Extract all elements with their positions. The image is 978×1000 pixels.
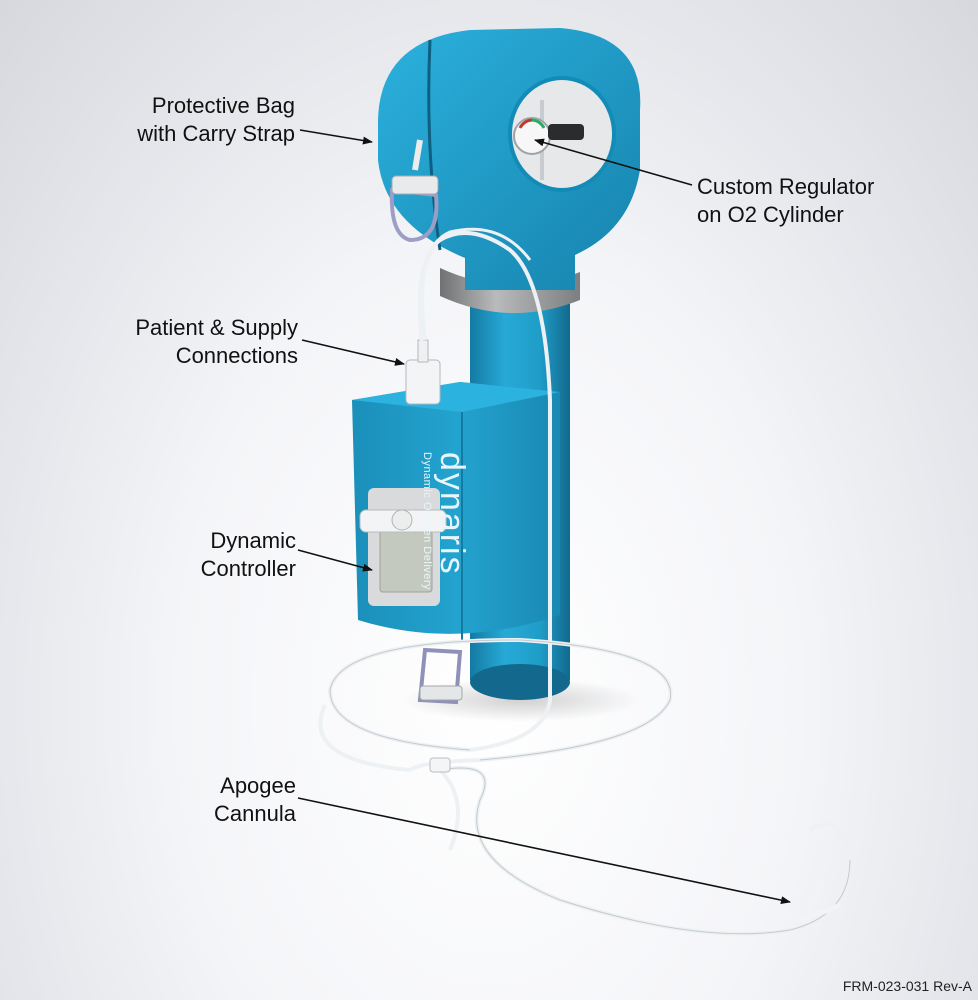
callout-regulator: Custom Regulator on O2 Cylinder	[697, 173, 874, 229]
strap-band	[440, 268, 580, 314]
leader-cannula	[297, 797, 791, 905]
leader-controller	[297, 549, 373, 572]
callout-line: Controller	[200, 556, 296, 581]
callout-line: with Carry Strap	[137, 121, 295, 146]
callout-line: Dynamic	[210, 528, 296, 553]
callout-protective-bag: Protective Bag with Carry Strap	[137, 92, 295, 148]
tubing-connector	[429, 757, 451, 773]
dynamic-controller	[352, 382, 560, 642]
callout-line: Patient & Supply	[135, 315, 298, 340]
callout-connections: Patient & Supply Connections	[135, 314, 298, 370]
brand-logo: dynaris Dynamic Oxygen Delivery	[410, 452, 471, 652]
callout-line: on O2 Cylinder	[697, 202, 844, 227]
callout-line: Cannula	[214, 801, 296, 826]
tubing-outline	[329, 639, 851, 935]
brand-tagline: Dynamic Oxygen Delivery	[421, 452, 433, 591]
document-code: FRM-023-031 Rev-A	[842, 978, 972, 994]
callout-line: Protective Bag	[151, 93, 295, 118]
callout-line: Apogee	[220, 773, 296, 798]
callout-controller: Dynamic Controller	[201, 527, 296, 583]
leader-regulator	[534, 138, 693, 186]
leader-protective-bag	[299, 129, 373, 145]
nasal-cannula-prongs	[789, 878, 842, 923]
patient-supply-connections	[405, 339, 441, 405]
brand-name: dynaris	[433, 452, 471, 576]
callout-cannula: Apogee Cannula	[214, 772, 296, 828]
leader-connections	[301, 339, 405, 366]
carry-strap-buckle	[389, 139, 439, 243]
lower-strap-buckle	[417, 647, 463, 705]
callout-line: Custom Regulator	[697, 174, 875, 199]
callout-line: Connections	[175, 343, 298, 368]
